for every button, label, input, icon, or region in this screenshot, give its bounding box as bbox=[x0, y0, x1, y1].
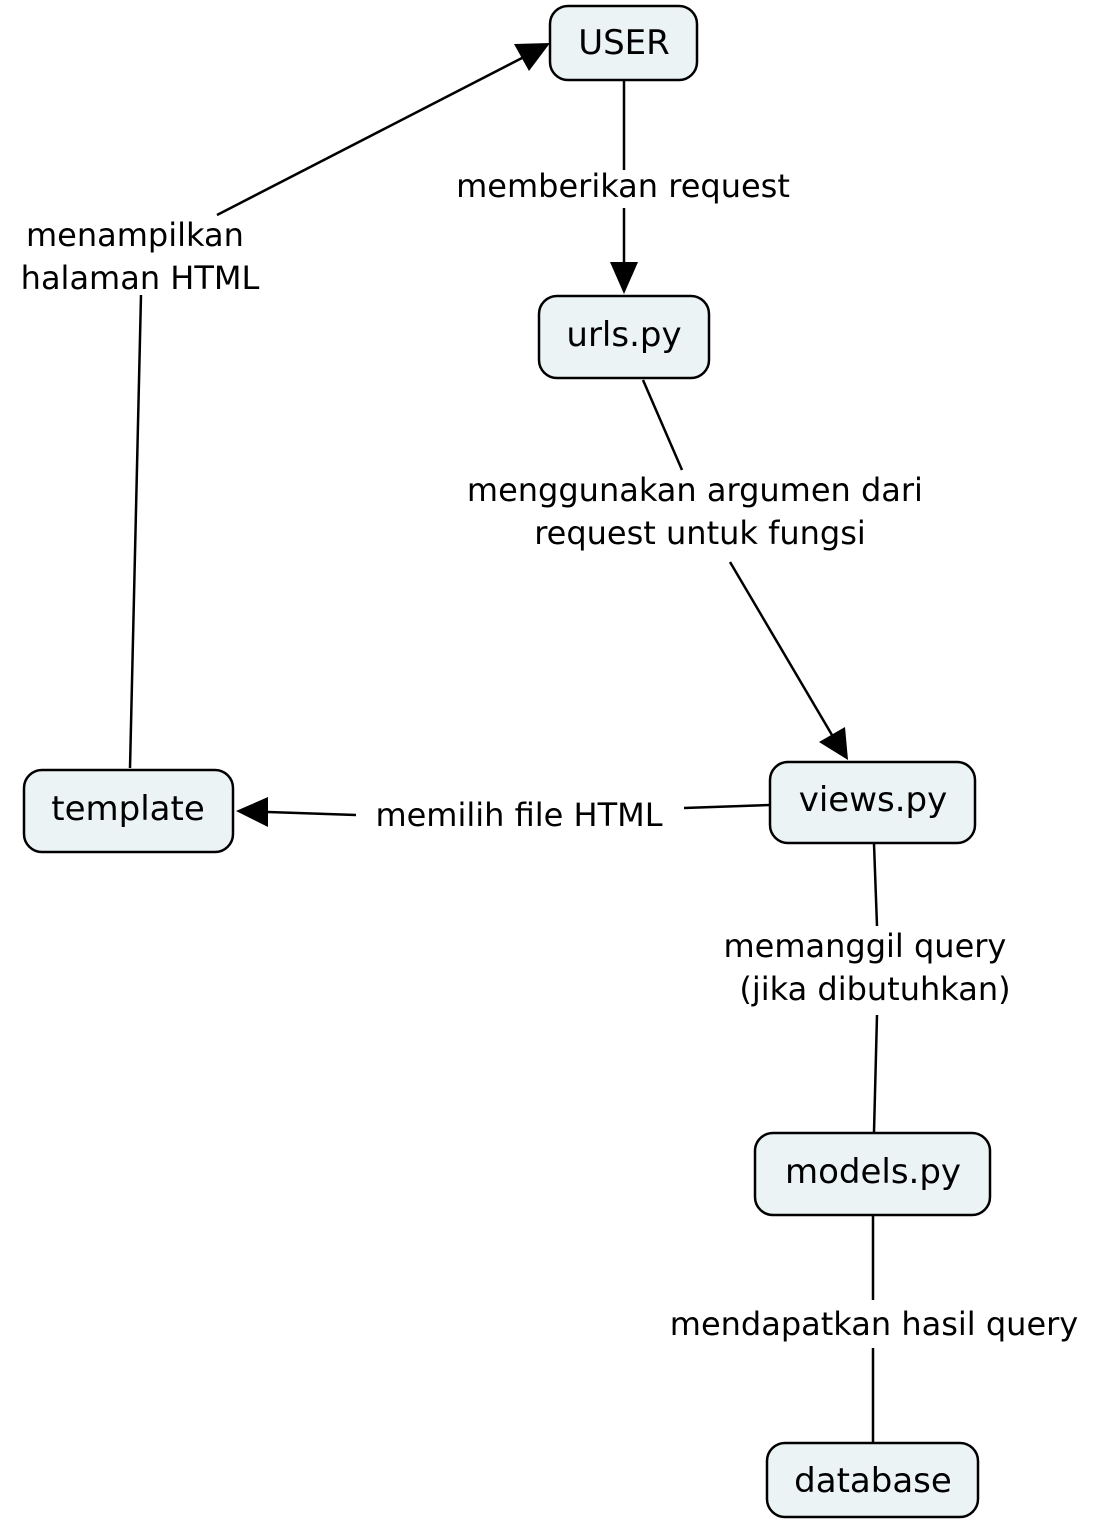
edge-label-line: memilih file HTML bbox=[375, 796, 662, 834]
node-user: USER bbox=[548, 4, 699, 82]
node-box bbox=[768, 760, 977, 845]
node-box bbox=[537, 294, 711, 380]
edge-label-line: memanggil query bbox=[723, 927, 1006, 965]
edge-user-to-urls bbox=[610, 80, 638, 294]
edge-label-urls-to-views: menggunakan argumen dari request untuk f… bbox=[467, 471, 933, 552]
edge-views-to-template bbox=[236, 797, 771, 827]
edge-template-to-user bbox=[128, 43, 550, 769]
node-label: urls.py bbox=[566, 315, 681, 355]
node-label: USER bbox=[578, 23, 670, 63]
edge-label-line: (jika dibutuhkan) bbox=[739, 970, 1010, 1008]
node-views: views.py bbox=[768, 760, 977, 845]
edge-label-views-to-template: memilih file HTML bbox=[375, 796, 662, 834]
edge-line bbox=[683, 803, 771, 810]
edge-label-line: memberikan request bbox=[456, 167, 790, 205]
edge-views-to-models bbox=[872, 843, 879, 1133]
edge-line bbox=[728, 561, 834, 736]
edge-label-line: halaman HTML bbox=[21, 259, 260, 297]
node-label: views.py bbox=[799, 780, 948, 820]
node-box bbox=[22, 768, 235, 854]
edge-urls-to-views bbox=[641, 379, 848, 760]
arrowhead-icon bbox=[610, 262, 638, 294]
node-template: template bbox=[22, 768, 235, 854]
edge-label-line: mendapatkan hasil query bbox=[670, 1305, 1078, 1343]
edge-line bbox=[267, 810, 357, 817]
edge-label-user-to-urls: memberikan request bbox=[456, 167, 790, 205]
edge-line bbox=[128, 294, 143, 769]
edge-line bbox=[872, 1014, 879, 1133]
node-label: database bbox=[794, 1461, 952, 1501]
node-label: models.py bbox=[785, 1152, 961, 1192]
node-box bbox=[753, 1131, 992, 1217]
edge-label-line: menggunakan argumen dari bbox=[467, 471, 923, 509]
edge-line bbox=[641, 379, 684, 471]
node-label: template bbox=[51, 789, 204, 829]
node-models: models.py bbox=[753, 1131, 992, 1217]
edge-label-template-to-user: menampilkan halaman HTML bbox=[21, 216, 260, 297]
node-box bbox=[548, 4, 699, 82]
node-box bbox=[765, 1441, 980, 1519]
edge-label-line: request untuk fungsi bbox=[534, 514, 866, 552]
node-database: database bbox=[765, 1441, 980, 1519]
edge-line bbox=[872, 843, 879, 927]
arrowhead-icon bbox=[819, 727, 848, 760]
edge-label-line: menampilkan bbox=[26, 216, 244, 254]
edge-label-views-to-models: memanggil query (jika dibutuhkan) bbox=[723, 927, 1016, 1008]
arrowhead-icon bbox=[514, 43, 550, 71]
arrowhead-icon bbox=[236, 797, 268, 827]
edge-label-models-to-database: mendapatkan hasil query bbox=[670, 1305, 1078, 1343]
node-urls: urls.py bbox=[537, 294, 711, 380]
edge-line bbox=[216, 56, 523, 217]
